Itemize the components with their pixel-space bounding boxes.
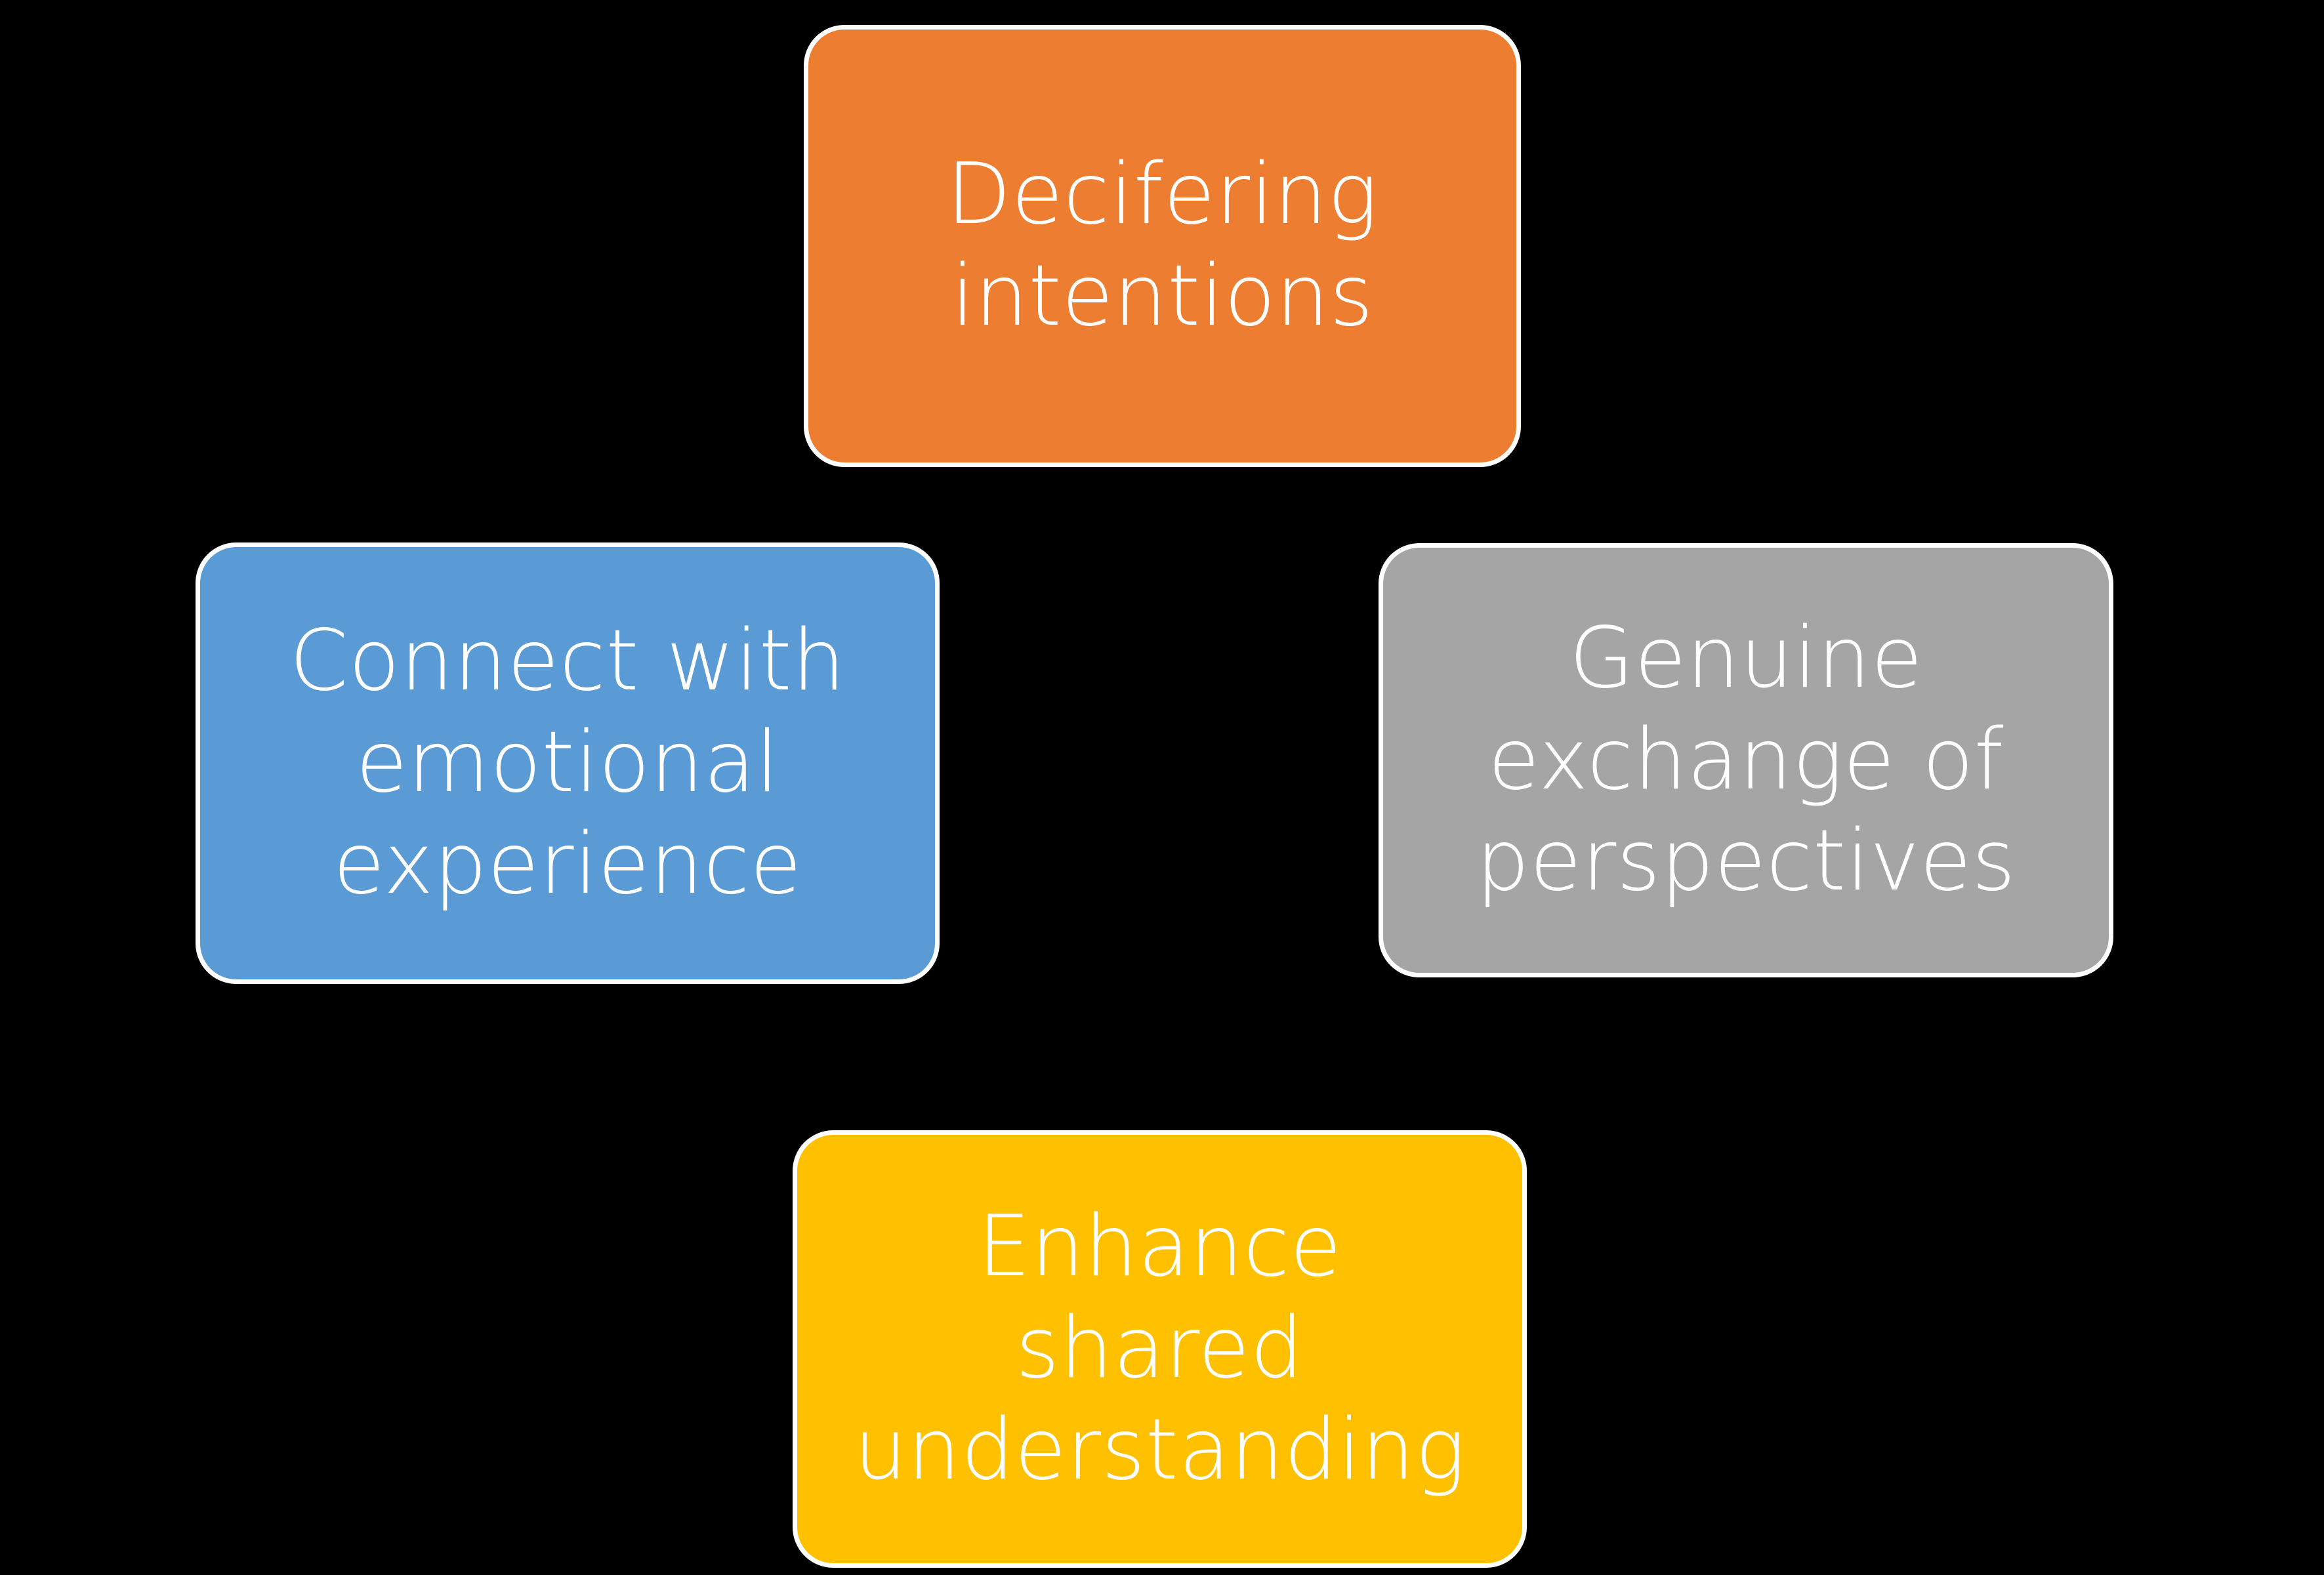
diagram-node-connect-with-emotional-experience[interactable]: Connect with emotional experience xyxy=(196,542,940,984)
diagram-node-label: Decifering intentions xyxy=(946,146,1379,345)
diagram-node-label: Enhance shared understanding xyxy=(854,1198,1466,1499)
diagram-node-decifering-intentions[interactable]: Decifering intentions xyxy=(804,25,1521,467)
diagram-node-label: Genuine exchange of perspectives xyxy=(1476,609,2016,910)
diagram-node-genuine-exchange-of-perspectives[interactable]: Genuine exchange of perspectives xyxy=(1379,543,2113,977)
diagram-node-label: Connect with emotional experience xyxy=(289,612,846,913)
diagram-node-enhance-shared-understanding[interactable]: Enhance shared understanding xyxy=(793,1130,1527,1568)
